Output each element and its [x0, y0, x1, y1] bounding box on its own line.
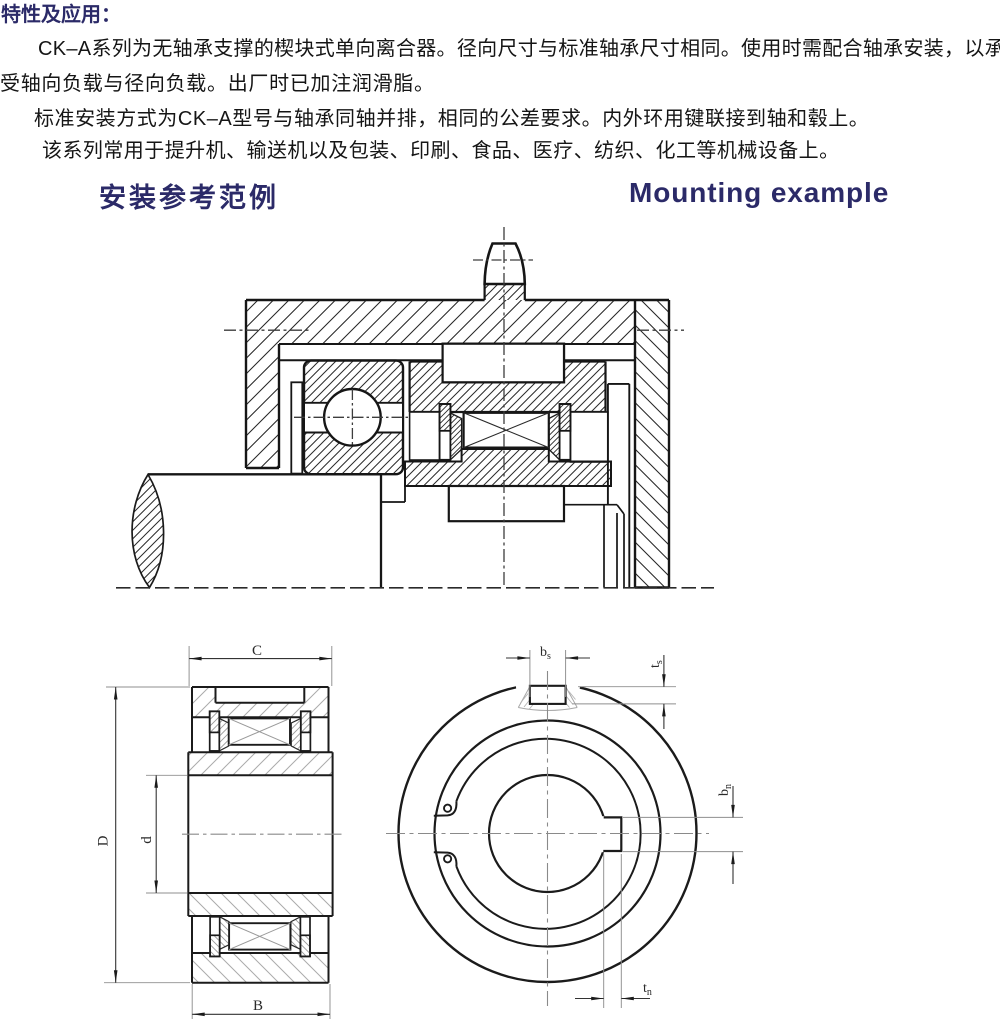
svg-text:tn: tn — [643, 981, 652, 998]
svg-text:C: C — [252, 643, 262, 659]
svg-text:B: B — [253, 998, 263, 1014]
svg-text:bs: bs — [540, 645, 551, 662]
svg-text:bn: bn — [717, 784, 734, 796]
svg-text:d: d — [139, 836, 155, 844]
svg-text:D: D — [96, 835, 112, 846]
svg-text:ts: ts — [648, 660, 665, 668]
